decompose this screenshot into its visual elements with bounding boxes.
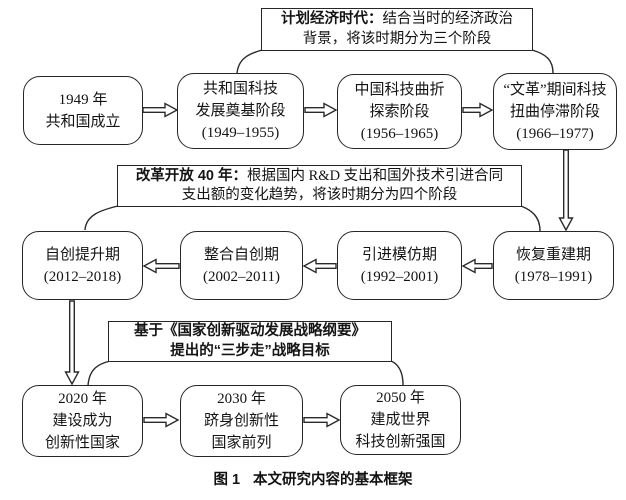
callout-lead: 改革开放 40 年： xyxy=(135,167,247,184)
bracket-reform-era-right xyxy=(520,205,541,232)
node-recovery-reconstruction: 恢复重建期 (1978–1991) xyxy=(493,231,614,300)
node-line: (1978–1991) xyxy=(514,268,593,285)
figure-caption-title: 本文研究内容的基本框架 xyxy=(253,472,413,488)
node-line: (1949–1955) xyxy=(201,125,280,141)
node-line: 自创提升期 xyxy=(44,246,120,263)
node-line: 国家前列 xyxy=(211,435,272,451)
callout-text: 根据国内 R&D 支出和国外技术引进合同 xyxy=(247,167,504,184)
node-line: 2020 年 xyxy=(58,391,107,407)
callout-line: 改革开放 40 年：根据国内 R&D 支出和国外技术引进合同 xyxy=(136,167,503,187)
bracket-reform-era-left xyxy=(84,205,119,231)
node-1949-founding: 1949 年 共和国成立 xyxy=(23,76,143,145)
node-introduction-imitation: 引进模仿期 (1992–2001) xyxy=(337,231,462,300)
node-line: (2002–2011) xyxy=(203,268,280,285)
arrow-imitation-to-integration xyxy=(302,258,337,274)
callout-planned-economy-era: 计划经济时代：结合当时的经济政治 背景，将该时期分为三个阶段 xyxy=(261,8,533,51)
node-line: (2012–2018) xyxy=(43,268,122,285)
node-line: 整合自创期 xyxy=(203,246,279,263)
node-line: 引进模仿期 xyxy=(361,246,437,263)
callout-line: 提出的“三步走”战略目标 xyxy=(170,342,330,359)
bracket-planned-era-left xyxy=(236,49,263,75)
node-line: 恢复重建期 xyxy=(515,246,591,263)
node-line: 建成世界 xyxy=(370,412,431,428)
bracket-planned-era-right xyxy=(531,49,554,74)
figure-caption-label: 图 1 xyxy=(213,472,241,488)
node-line: 共和国成立 xyxy=(45,113,121,130)
callout-line: 基于《国家创新驱动发展战略纲要》 xyxy=(134,323,366,339)
node-line: “文革”期间科技 xyxy=(503,81,607,98)
bracket-three-steps-left xyxy=(87,360,111,387)
node-line: 共和国科技 xyxy=(202,81,278,97)
node-line: 科技创新强国 xyxy=(355,434,446,450)
callout-line: 计划经济时代：结合当时的经济政治 xyxy=(281,10,513,30)
node-2020-innovative-country: 2020 年 建设成为 创新性国家 xyxy=(22,385,143,457)
node-2050-sci-tech-innovation-power: 2050 年 建成世界 科技创新强国 xyxy=(340,385,461,455)
callout-lead: 计划经济时代： xyxy=(281,11,383,27)
node-2030-front-ranks: 2030 年 跻身创新性 国家前列 xyxy=(180,385,303,457)
node-line: 创新性国家 xyxy=(44,435,120,451)
node-tortuous-exploration: 中国科技曲折 探索阶段 (1956–1965) xyxy=(337,74,462,149)
node-integrated-innovation: 整合自创期 (2002–2011) xyxy=(180,231,303,300)
arrow-2020-to-2030 xyxy=(143,412,180,428)
node-line: 跻身创新性 xyxy=(203,413,279,429)
arrow-integration-to-selfinnovation xyxy=(142,258,180,274)
node-line: 建设成为 xyxy=(52,413,113,429)
node-self-innovation-upgrade: 自创提升期 (2012–2018) xyxy=(22,231,143,300)
callout-line: 支出额的变化趋势，将该时期分为四个阶段 xyxy=(181,187,458,203)
arrow-2030-to-2050 xyxy=(303,412,341,428)
node-line: 发展奠基阶段 xyxy=(195,103,286,119)
callout-line: 背景，将该时期分为三个阶段 xyxy=(302,30,492,47)
node-line: (1956–1965) xyxy=(360,125,439,142)
node-line: (1966–1977) xyxy=(516,125,594,142)
arrow-founding-to-foundation-stage xyxy=(142,102,179,118)
node-foundation-stage: 共和国科技 发展奠基阶段 (1949–1955) xyxy=(177,73,304,149)
node-line: 2050 年 xyxy=(376,390,425,406)
node-line: 2030 年 xyxy=(217,391,266,407)
figure-caption: 图 1 本文研究内容的基本框架 xyxy=(0,468,626,489)
node-line: 1949 年 xyxy=(58,91,108,108)
callout-three-step-strategy: 基于《国家创新驱动发展战略纲要》 提出的“三步走”战略目标 xyxy=(108,321,392,362)
node-cultural-revolution-stagnation: “文革”期间科技 扭曲停滞阶段 (1966–1977) xyxy=(493,73,617,150)
arrow-selfinnovation-to-2020 xyxy=(64,300,80,386)
node-line: 探索阶段 xyxy=(369,103,430,120)
arrow-cultural-revolution-to-recovery xyxy=(558,149,574,232)
arrow-foundation-to-exploration xyxy=(304,102,338,118)
node-line: 扭曲停滞阶段 xyxy=(509,103,600,120)
node-line: (1992–2001) xyxy=(360,268,439,285)
arrow-recovery-to-imitation xyxy=(461,258,493,274)
node-line: 中国科技曲折 xyxy=(354,81,445,98)
arrow-exploration-to-cultural-revolution xyxy=(462,102,494,118)
callout-text: 结合当时的经济政治 xyxy=(382,11,514,27)
bracket-three-steps-right xyxy=(390,360,404,386)
callout-reform-opening-40years: 改革开放 40 年：根据国内 R&D 支出和国外技术引进合同 支出额的变化趋势，… xyxy=(117,165,522,207)
